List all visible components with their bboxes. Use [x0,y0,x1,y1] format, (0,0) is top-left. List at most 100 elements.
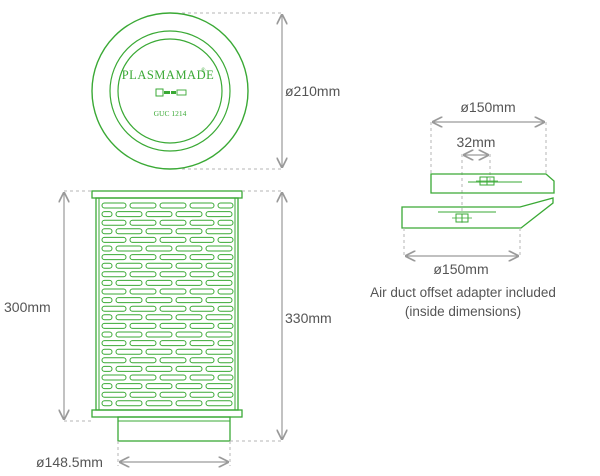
perforation-slot [205,262,233,269]
perforation-slot [101,254,127,261]
perforation-slot [101,279,113,286]
perforation-slot [115,365,143,372]
perforation-slot [101,211,113,218]
perforation-slot [175,400,203,407]
perforation-slot [175,348,203,355]
perforation-slot [101,331,113,338]
perforation-slot [101,245,113,252]
perforation-slot [101,365,113,372]
adapter-upper-bolt-icon [476,176,498,186]
perforation-slot [189,219,215,226]
perforation-slot [189,254,215,261]
brand-registered-mark: ® [201,67,206,74]
perforation-slot [189,236,215,243]
perforation-slot [205,228,233,235]
perforation-slot [189,305,215,312]
adapter-offset-label: 32mm [457,134,496,150]
perforation-slot [159,391,187,398]
perforation-slot [217,374,234,381]
perforation-slot [101,305,127,312]
perforation-slot [175,262,203,269]
perforation-slot [129,202,157,209]
perforation-slot [129,288,157,295]
perforation-slot [145,245,173,252]
top-view-middle-ring [109,30,231,152]
perforation-slot [159,322,187,329]
perforation-slot [189,271,215,278]
filter-side-view: 300mm 330mm ø148.5mm [4,190,332,470]
perforation-slot [217,305,234,312]
perforation-slot [205,279,233,286]
perforation-slot [129,271,157,278]
perforation-slot [101,236,127,243]
perforation-slot [217,340,234,347]
perforation-slot [175,365,203,372]
filter-top-cap [91,190,243,199]
perforation-slot [145,228,173,235]
top-view-outer-ring [91,12,249,170]
perforation-slot [159,305,187,312]
perforation-slot [217,357,234,364]
perforation-slot [205,211,233,218]
perforation-slot [101,322,127,329]
adapter-upper-disc [430,173,555,194]
outer-height-label: 330mm [285,310,332,326]
perforation-slot [129,305,157,312]
perforation-slot [129,340,157,347]
perforation-slot [175,245,203,252]
perforation-slot [205,245,233,252]
perforation-slot [189,288,215,295]
filter-top-view: PLASMAMADE ® GUC 1214 ø210mm [91,12,340,170]
adapter-bottom-diameter-label: ø150mm [433,261,488,277]
filter-body [95,197,239,411]
perforation-slot [159,236,187,243]
perforation-slot [129,219,157,226]
perforation-slot [145,348,173,355]
perforation-slot [175,331,203,338]
perforation-slot [115,211,143,218]
perforation-slot [101,400,113,407]
perforation-slot [145,279,173,286]
perforation-slot [175,297,203,304]
filter-outlet-collar [117,416,231,442]
perforation-slot [217,254,234,261]
perforation-slot [159,219,187,226]
adapter-caption-line-2: (inside dimensions) [405,304,521,319]
perforation-slot [115,262,143,269]
perforation-slot [129,322,157,329]
perforation-slot [175,228,203,235]
top-view-inner-ring [117,38,223,144]
adapter-caption-line-1: Air duct offset adapter included [370,285,556,300]
perforation-slot [189,374,215,381]
perforation-slot [175,279,203,286]
perforation-slot [189,391,215,398]
bottom-diameter-label: ø148.5mm [36,454,103,470]
perforation-slot [189,340,215,347]
perforation-slot [189,322,215,329]
perforation-slot [101,297,113,304]
perforation-slot [159,254,187,261]
filter-perforation-pattern [101,202,234,407]
perforation-slot [145,365,173,372]
perforation-slot [145,383,173,390]
inner-height-label: 300mm [4,299,51,315]
perforation-slot [205,348,233,355]
perforation-slot [205,383,233,390]
perforation-slot [145,314,173,321]
perforation-slot [205,314,233,321]
perforation-slot [205,365,233,372]
perforation-slot [189,357,215,364]
perforation-slot [217,202,234,209]
adapter-lower-disc [401,197,554,229]
perforation-slot [101,391,127,398]
perforation-slot [115,331,143,338]
perforation-slot [115,400,143,407]
perforation-slot [159,271,187,278]
perforation-slot [217,236,234,243]
perforation-slot [101,340,127,347]
perforation-slot [145,262,173,269]
perforation-slot [205,400,233,407]
perforation-slot [129,357,157,364]
perforation-slot [101,357,127,364]
